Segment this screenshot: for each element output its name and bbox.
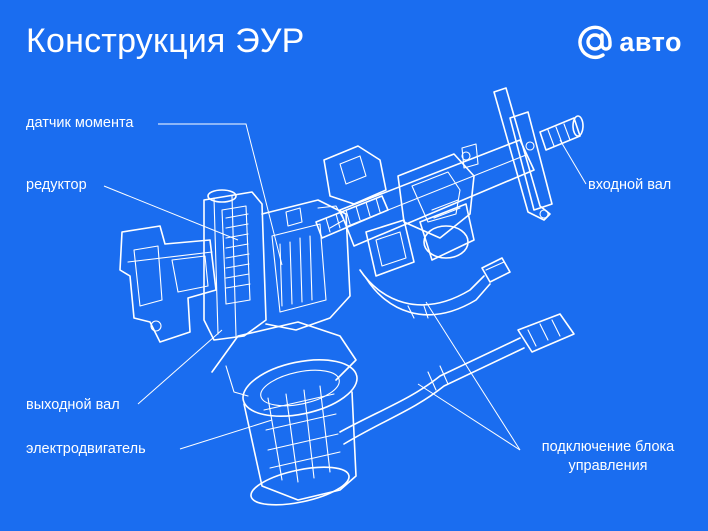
brand-logo: авто — [577, 24, 682, 60]
leader-torque-sensor — [158, 123, 283, 266]
mounting-bracket — [119, 225, 217, 343]
label-output-shaft: выходной вал — [26, 397, 120, 413]
leader-input-shaft — [559, 139, 587, 185]
label-motor: электродвигатель — [26, 441, 146, 457]
label-control-unit-line2: управления — [568, 458, 648, 474]
column-brackets — [323, 145, 475, 277]
at-sign-icon — [578, 25, 613, 59]
leader-control-unit-a — [425, 301, 521, 451]
label-input-shaft: входной вал — [588, 177, 672, 193]
column-tube — [339, 87, 584, 247]
reducer-housing — [203, 189, 267, 341]
brand-name: авто — [619, 26, 682, 57]
page-title: Конструкция ЭУР — [26, 22, 305, 60]
leader-motor — [179, 419, 273, 450]
label-control-unit-line1: подключение блока — [541, 439, 675, 455]
leader-reducer — [103, 185, 239, 241]
label-control-unit: подключение блока управления — [528, 438, 688, 476]
leader-lines — [103, 123, 587, 451]
label-reducer: редуктор — [26, 177, 87, 193]
leader-control-unit-b — [417, 383, 521, 451]
torque-sensor-housing — [261, 199, 351, 331]
control-unit-cables — [339, 257, 575, 445]
label-torque-sensor: датчик момента — [26, 115, 134, 131]
leader-output-shaft — [137, 329, 223, 405]
electric-motor — [211, 321, 358, 506]
worm-gear — [315, 195, 389, 239]
